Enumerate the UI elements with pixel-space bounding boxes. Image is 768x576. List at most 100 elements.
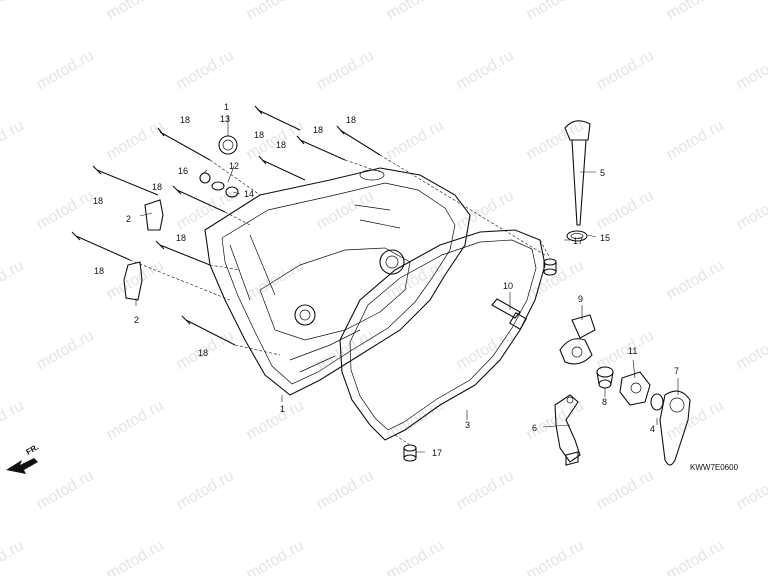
stud-bolt bbox=[491, 298, 527, 330]
callout-18-e: 18 bbox=[346, 115, 356, 125]
watermark-text: motod.ru bbox=[104, 537, 167, 576]
watermark-text: motod.ru bbox=[104, 117, 167, 163]
watermark-text: motod.ru bbox=[174, 187, 237, 233]
watermark-text: motod.ru bbox=[734, 327, 768, 373]
callout-18-a: 18 bbox=[180, 115, 190, 125]
callout-4: 4 bbox=[650, 424, 655, 434]
dowel-pin-upper bbox=[543, 258, 557, 276]
callout-10: 10 bbox=[503, 281, 513, 291]
cover-gasket bbox=[339, 229, 546, 441]
watermark-text: motod.ru bbox=[664, 117, 727, 163]
callout-1-top: 1 bbox=[224, 102, 229, 112]
watermark-text: motod.ru bbox=[454, 327, 517, 373]
watermark-text: motod.ru bbox=[244, 537, 307, 576]
bolt-18-i bbox=[71, 231, 131, 261]
bolt-18-e bbox=[258, 155, 306, 181]
callout-17-upper: 17 bbox=[573, 236, 583, 246]
bolt-18-j bbox=[181, 315, 236, 346]
callout-18-j: 18 bbox=[198, 348, 208, 358]
watermark-text: motod.ru bbox=[34, 47, 97, 93]
diagram-code: KWW7E0600 bbox=[690, 463, 739, 472]
watermark-text: motod.ru bbox=[0, 397, 27, 443]
washer-12 bbox=[211, 181, 225, 191]
grommet-lower bbox=[123, 261, 143, 301]
callout-14: 14 bbox=[244, 189, 254, 199]
watermark-text: motod.ru bbox=[454, 47, 517, 93]
watermark-text: motod.ru bbox=[244, 397, 307, 443]
watermark-text: motod.ru bbox=[104, 257, 167, 303]
watermark-text: motod.ru bbox=[664, 0, 727, 23]
direction-label: FR. bbox=[25, 442, 41, 456]
bolt-18-g bbox=[172, 185, 226, 213]
callout-7: 7 bbox=[674, 366, 679, 376]
watermark-text: motod.ru bbox=[0, 537, 27, 576]
dipstick-o-ring bbox=[566, 230, 588, 242]
callout-3: 3 bbox=[465, 420, 470, 430]
callout-18-c: 18 bbox=[276, 140, 286, 150]
watermark-text: motod.ru bbox=[104, 397, 167, 443]
callout-13: 13 bbox=[220, 114, 230, 124]
callout-17-lower: 17 bbox=[432, 448, 442, 458]
callout-11: 11 bbox=[628, 346, 637, 356]
watermark-text: motod.ru bbox=[594, 187, 657, 233]
callout-5: 5 bbox=[600, 168, 605, 178]
watermark-text: motod.ru bbox=[664, 397, 727, 443]
o-ring-small bbox=[650, 393, 664, 411]
watermark-text: motod.ru bbox=[0, 257, 27, 303]
watermark-text: motod.ru bbox=[734, 47, 768, 93]
callout-12: 12 bbox=[229, 161, 239, 171]
watermark-text: motod.ru bbox=[594, 47, 657, 93]
callout-2-upper: 2 bbox=[126, 214, 131, 224]
watermark-text: motod.ru bbox=[384, 117, 447, 163]
clutch-lift-lever bbox=[554, 394, 581, 466]
nut-16 bbox=[199, 172, 211, 184]
watermark-text: motod.ru bbox=[454, 187, 517, 233]
washer-14 bbox=[225, 186, 239, 198]
watermark-text: motod.ru bbox=[454, 467, 517, 513]
clutch-lever-cover bbox=[659, 390, 691, 466]
watermark-text: motod.ru bbox=[34, 467, 97, 513]
grommet-upper bbox=[144, 199, 164, 231]
watermark-text: motod.ru bbox=[104, 0, 167, 23]
bolt-18-c bbox=[296, 135, 346, 161]
bolt-18-f bbox=[92, 165, 159, 196]
watermark-text: motod.ru bbox=[734, 187, 768, 233]
callout-16: 16 bbox=[178, 166, 188, 176]
oil-seal bbox=[218, 135, 238, 155]
watermark-text: motod.ru bbox=[34, 327, 97, 373]
watermark-text: motod.ru bbox=[174, 47, 237, 93]
bolt-18-b bbox=[254, 105, 301, 131]
callout-18-b: 18 bbox=[254, 130, 264, 140]
bolt-18-d bbox=[336, 125, 381, 156]
watermark-text: motod.ru bbox=[384, 0, 447, 23]
watermark-text: motod.ru bbox=[524, 0, 587, 23]
watermark-text: motod.ru bbox=[314, 187, 377, 233]
callout-1-case: 1 bbox=[280, 404, 285, 414]
callout-18-d: 18 bbox=[313, 125, 323, 135]
clutch-lifter-cam bbox=[559, 314, 596, 365]
bolt-18-a bbox=[157, 127, 211, 161]
watermark-text: motod.ru bbox=[314, 47, 377, 93]
watermark-text: motod.ru bbox=[524, 537, 587, 576]
callout-18-i: 18 bbox=[94, 266, 104, 276]
dowel-pin-lower bbox=[403, 444, 417, 462]
oil-level-dipstick bbox=[564, 120, 591, 226]
front-direction-arrow: FR. bbox=[6, 442, 40, 474]
callout-8: 8 bbox=[602, 397, 607, 407]
lifter-plate bbox=[619, 371, 651, 406]
left-crankcase-cover bbox=[204, 167, 471, 396]
watermark-text: motod.ru bbox=[734, 467, 768, 513]
callout-9: 9 bbox=[578, 294, 583, 304]
bolt-18-h bbox=[155, 240, 211, 266]
watermark-text: motod.ru bbox=[594, 467, 657, 513]
watermark-text: motod.ru bbox=[314, 467, 377, 513]
watermark-text: motod.ru bbox=[664, 257, 727, 303]
callout-2-lower: 2 bbox=[134, 315, 139, 325]
watermark-text: motod.ru bbox=[0, 117, 27, 163]
callout-6: 6 bbox=[532, 423, 537, 433]
leader-lines bbox=[135, 115, 679, 453]
callout-18-g: 18 bbox=[152, 182, 162, 192]
